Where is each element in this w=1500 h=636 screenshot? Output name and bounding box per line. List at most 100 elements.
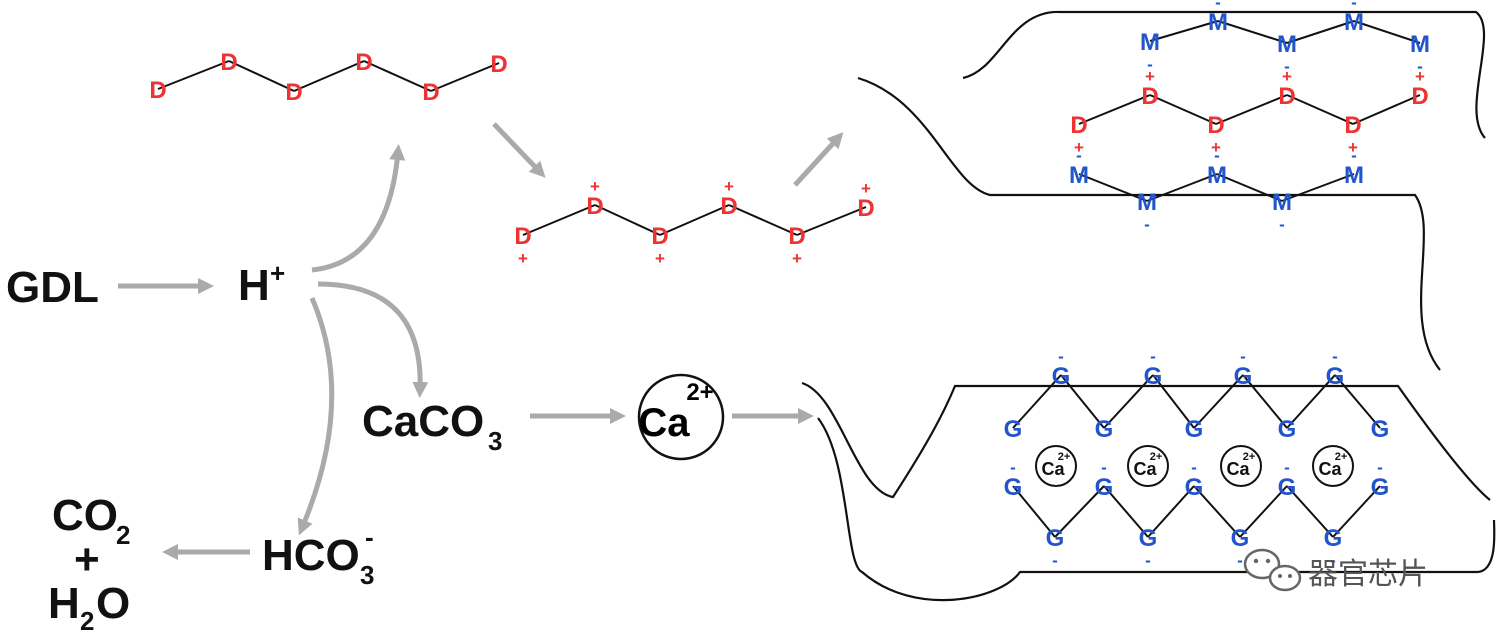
bound-calcium-ion: [1127, 445, 1169, 487]
proton-label: H: [238, 261, 270, 310]
negative-charge: -: [1332, 347, 1338, 366]
m-upper-strand-bond: [1149, 20, 1219, 42]
negative-charge: -: [1237, 551, 1243, 570]
hco3-label: HCO: [262, 531, 360, 580]
d-residue: D: [422, 79, 439, 106]
m-residue: M: [1277, 31, 1297, 58]
m-residue: M: [1272, 189, 1292, 216]
g-residue: G: [1144, 363, 1163, 390]
negative-charge: -: [1351, 0, 1357, 12]
positive-charge: +: [1282, 67, 1292, 86]
co2-label: CO: [52, 491, 118, 540]
polymer-backbones: [801, 10, 1496, 602]
g-upper-strand-bond: [1242, 374, 1288, 429]
negative-charge: -: [1058, 347, 1064, 366]
caco3-label: CaCO: [362, 397, 484, 446]
free-d-chain-bond: [157, 60, 230, 90]
g-residue: G: [1371, 416, 1390, 443]
arrow-protonated-to-network: [793, 132, 844, 187]
g-residue: G: [1004, 416, 1023, 443]
positive-charge: +: [724, 177, 734, 196]
negative-charge: -: [1052, 551, 1058, 570]
d-residue: D: [651, 223, 668, 250]
arrow-h-to-caco3: [317, 281, 429, 398]
negative-charge: -: [1240, 347, 1246, 366]
protonated-d-chain-bond: [728, 204, 798, 236]
caco3-subscript: 3: [488, 426, 502, 456]
watermark: 器官芯片: [1243, 548, 1428, 592]
calcium-ion: Ca 2+: [637, 373, 725, 461]
g-residue: G: [1278, 474, 1297, 501]
m-residue: M: [1208, 9, 1228, 36]
wechat-icon: [1243, 548, 1302, 592]
m-lower-strand-bond: [1146, 173, 1218, 202]
negative-charge: -: [1150, 347, 1156, 366]
positive-charge: +: [655, 249, 665, 268]
g-upper-strand-bond: [1193, 374, 1244, 429]
g-upper-strand-bond: [1012, 374, 1062, 429]
g-residue: G: [1371, 474, 1390, 501]
positive-charge: +: [518, 249, 528, 268]
d-residue: D: [514, 223, 531, 250]
g-lower-strand-bond: [1054, 485, 1105, 538]
free-d-chain-bond: [293, 60, 365, 92]
d-residue: D: [788, 223, 805, 250]
negative-charge: -: [1191, 458, 1197, 477]
free-d-chain-bond: [363, 60, 432, 92]
d-residue: D: [490, 51, 507, 78]
g-lower-strand-bond: [1012, 485, 1056, 538]
d-residue: D: [1207, 112, 1224, 139]
bound-calcium-ion: [1035, 445, 1077, 487]
d-residue: D: [586, 193, 603, 220]
negative-charge: -: [1330, 551, 1336, 570]
m-lower-strand-bond: [1216, 173, 1283, 202]
network-d-chain-bond: [1078, 94, 1151, 125]
g-residue: G: [1185, 474, 1204, 501]
protonated-d-chain-bond: [522, 204, 596, 236]
bound-calcium-label: Ca: [1318, 459, 1342, 479]
plus-sign: +: [74, 535, 100, 584]
network-d-chain-bond: [1286, 94, 1354, 125]
reaction-arrows: [118, 122, 844, 561]
m-residue: M: [1140, 29, 1160, 56]
gdl-label: GDL: [6, 263, 99, 312]
bound-calcium-charge: 2+: [1243, 451, 1256, 463]
free-d-chain-bond: [430, 62, 500, 92]
g-lower-strand-bond: [1103, 485, 1149, 538]
bound-calcium-label: Ca: [1226, 459, 1250, 479]
negative-charge: -: [1147, 55, 1153, 74]
d-residue: D: [1141, 83, 1158, 110]
species-labels: GDL H + CaCO 3 HCO 3 - CO 2 + H 2 O: [6, 258, 502, 636]
m-residue: M: [1137, 189, 1157, 216]
g-residue: G: [1004, 474, 1023, 501]
negative-charge: -: [1076, 146, 1082, 165]
d-m-network-backbone-left: [857, 76, 1441, 371]
d-residue: D: [1278, 83, 1295, 110]
positive-charge: +: [1348, 138, 1358, 157]
bound-calcium-ion: [1220, 445, 1262, 487]
m-upper-strand-bond: [1286, 20, 1355, 44]
residue-chains: DDDDDDD+D+D+D+D+D+M-M-M-M-M-D+D+D+D+D+D+…: [149, 0, 1430, 570]
g-upper-strand-bond: [1152, 374, 1195, 429]
m-lower-strand-bond: [1281, 173, 1355, 202]
g-upper-strand-bond: [1286, 374, 1336, 429]
m-residue: M: [1207, 162, 1227, 189]
d-residue: D: [720, 193, 737, 220]
positive-charge: +: [1415, 67, 1425, 86]
h2o-subscript: 2: [80, 606, 94, 636]
m-upper-strand-bond: [1353, 20, 1421, 44]
positive-charge: +: [1074, 138, 1084, 157]
g-residue: G: [1326, 363, 1345, 390]
hco3-charge: -: [365, 522, 374, 552]
negative-charge: -: [1279, 215, 1285, 234]
g-lower-strand-bond: [1239, 485, 1288, 538]
g-residue: G: [1052, 363, 1071, 390]
negative-charge: -: [1377, 458, 1383, 477]
protonated-d-chain-bond: [594, 204, 661, 236]
g-lower-strand-bond: [1286, 485, 1334, 538]
bound-calcium-label: Ca: [1133, 459, 1157, 479]
g-upper-strand-bond: [1060, 374, 1105, 429]
d-residue: D: [355, 49, 372, 76]
h2o-o-label: O: [96, 579, 130, 628]
g-residue: G: [1324, 525, 1343, 552]
